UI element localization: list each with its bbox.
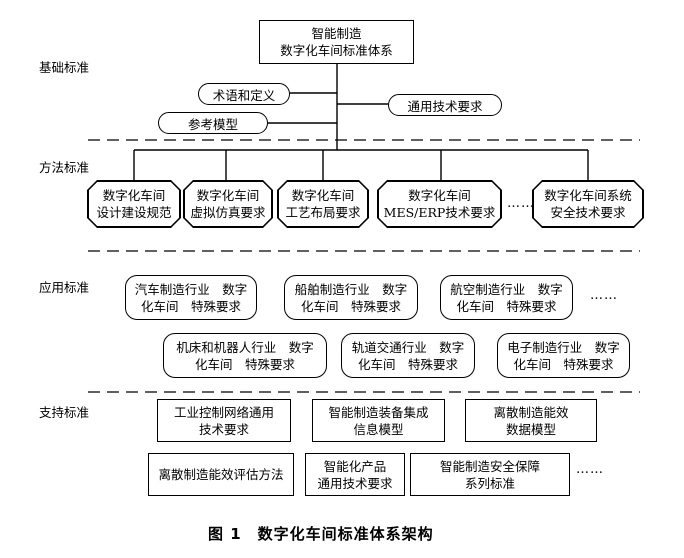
method-item-2: 数字化车间 虚拟仿真要求 <box>183 180 273 228</box>
method-item-1: 数字化车间 设计建设规范 <box>87 180 181 228</box>
support-item-industrial-network: 工业控制网络通用 技术要求 <box>157 399 291 442</box>
application-item-machine-tool: 机床和机器人行业 数字 化车间 特殊要求 <box>163 333 327 378</box>
method-item-5: 数字化车间系统 安全技术要求 <box>532 180 644 228</box>
method-item-4: 数字化车间 MES/ERP技术要求 <box>377 180 502 228</box>
application-item-aviation: 航空制造行业 数字 化车间 特殊要求 <box>440 275 573 320</box>
support-item-equipment-model: 智能制造装备集成 信息模型 <box>312 399 445 442</box>
support-ellipsis: …… <box>576 462 604 477</box>
method-item-3: 数字化车间 工艺布局要求 <box>277 180 369 228</box>
layer-label-method: 方法标准 <box>39 160 90 175</box>
layer-label-application: 应用标准 <box>39 280 90 295</box>
support-item-security-series: 智能制造安全保障 系列标准 <box>410 453 570 496</box>
application-item-rail: 轨道交通行业 数字 化车间 特殊要求 <box>341 333 475 378</box>
top-system-box: 智能制造 数字化车间标准体系 <box>259 20 414 64</box>
application-item-electronics: 电子制造行业 数字 化车间 特殊要求 <box>497 333 630 378</box>
layer-label-support: 支持标准 <box>39 405 90 420</box>
layer-label-basic: 基础标准 <box>39 60 90 75</box>
support-item-energy-evaluation: 离散制造能效评估方法 <box>148 453 294 496</box>
basic-item-terms: 术语和定义 <box>198 83 290 105</box>
support-item-smart-product: 智能化产品 通用技术要求 <box>305 453 405 496</box>
method-ellipsis: …… <box>507 196 535 211</box>
application-ellipsis: …… <box>590 288 618 303</box>
figure-caption: 图 1 数字化车间标准体系架构 <box>208 525 434 543</box>
basic-item-general-tech: 通用技术要求 <box>388 94 502 116</box>
application-item-auto: 汽车制造行业 数字 化车间 特殊要求 <box>125 275 257 320</box>
application-item-ship: 船舶制造行业 数字 化车间 特殊要求 <box>284 275 418 320</box>
support-item-energy-data: 离散制造能效 数据模型 <box>465 399 597 442</box>
basic-item-reference-model: 参考模型 <box>158 112 268 134</box>
